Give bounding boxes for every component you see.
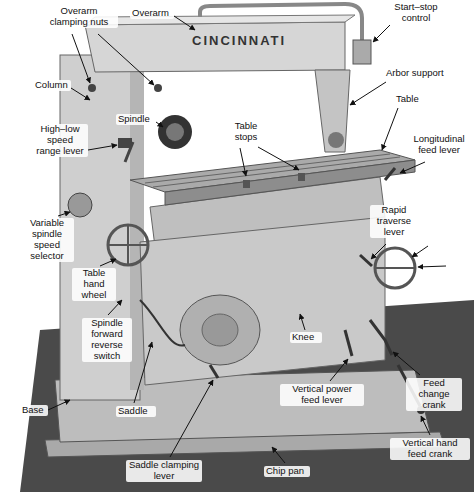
spindle xyxy=(158,115,192,149)
table-stop xyxy=(298,173,305,181)
leader-line xyxy=(48,400,70,410)
knee xyxy=(140,217,385,385)
part-label: Feed change crank xyxy=(406,378,462,411)
vertical-power-feed-lever xyxy=(345,330,352,356)
part-label: Spindle forward reverse switch xyxy=(82,318,132,362)
clamp-nut xyxy=(154,84,162,92)
part-label: Base xyxy=(20,405,48,416)
cable xyxy=(140,300,185,346)
leader-line xyxy=(412,246,428,257)
leader-line xyxy=(100,259,116,266)
leader-line xyxy=(400,162,425,173)
part-label: Overarm clamping nuts xyxy=(40,6,118,28)
leader-line xyxy=(170,380,213,457)
brand-name: CINCINNATI xyxy=(190,34,320,49)
wheel-spoke xyxy=(375,267,415,269)
leader-line xyxy=(421,416,430,435)
spindle-nose xyxy=(166,123,184,141)
start-stop-box xyxy=(353,40,371,64)
leader-line xyxy=(174,16,195,30)
leader-line xyxy=(98,34,154,85)
part-label: Variable spindle speed selector xyxy=(20,218,74,262)
leader-line xyxy=(350,82,386,105)
part-label: Longitudinal feed lever xyxy=(408,134,470,156)
clamp-nut xyxy=(88,84,96,92)
leader-line xyxy=(418,266,446,267)
part-label: Rapid traverse lever xyxy=(370,205,418,238)
part-label: Chip pan xyxy=(264,466,310,477)
wheel-spoke xyxy=(127,225,129,265)
leader-line xyxy=(58,212,70,216)
leader-line xyxy=(300,314,305,330)
part-label: Start–stop control xyxy=(388,2,444,24)
part-label: High–low speed range lever xyxy=(32,124,88,157)
leader-line xyxy=(240,148,246,176)
leader-line xyxy=(393,352,420,375)
feed-change-crank xyxy=(370,320,392,355)
part-label: Table stops xyxy=(226,121,266,143)
speed-dial xyxy=(68,193,92,217)
table-front xyxy=(165,160,415,205)
part-label: Arbor support xyxy=(384,68,464,79)
cross-feed-wheel xyxy=(375,248,415,288)
part-label: Column xyxy=(33,80,71,91)
part-label: Saddle xyxy=(116,406,156,417)
arbor-bearing xyxy=(328,132,344,148)
leader-line xyxy=(382,108,398,150)
saddle-clamping-lever xyxy=(210,365,218,378)
speed-lever xyxy=(125,142,133,162)
part-label: Overarm xyxy=(130,8,174,19)
t-slot xyxy=(145,154,390,183)
part-label: Saddle clamping lever xyxy=(126,460,202,482)
leader-line xyxy=(156,122,163,127)
part-label: Table hand wheel xyxy=(72,268,116,301)
leader-line xyxy=(330,359,348,381)
leader-line xyxy=(272,447,285,463)
part-label: Knee xyxy=(290,332,322,343)
leader-line xyxy=(258,147,299,170)
t-slot xyxy=(153,157,400,187)
overarm xyxy=(85,22,345,72)
leader-line xyxy=(71,88,90,100)
leader-line xyxy=(373,25,390,42)
leader-line xyxy=(371,244,386,259)
part-label: Spindle xyxy=(116,114,156,125)
motor xyxy=(180,295,260,365)
leader-line xyxy=(134,342,152,403)
rapid-traverse-lever xyxy=(360,255,372,266)
leader-line xyxy=(88,145,117,150)
leader-line xyxy=(72,34,90,83)
part-label: Table xyxy=(394,94,434,105)
motor-end xyxy=(202,314,238,346)
part-label: Vertical power feed lever xyxy=(280,384,364,406)
table-stop xyxy=(243,180,250,188)
arbor-support xyxy=(315,70,350,152)
overarm-top xyxy=(85,15,355,25)
longitudinal-feed-lever xyxy=(385,168,395,180)
part-label: Vertical hand feed crank xyxy=(390,438,470,460)
table-hand-wheel xyxy=(108,225,148,265)
leader-line xyxy=(108,300,122,315)
